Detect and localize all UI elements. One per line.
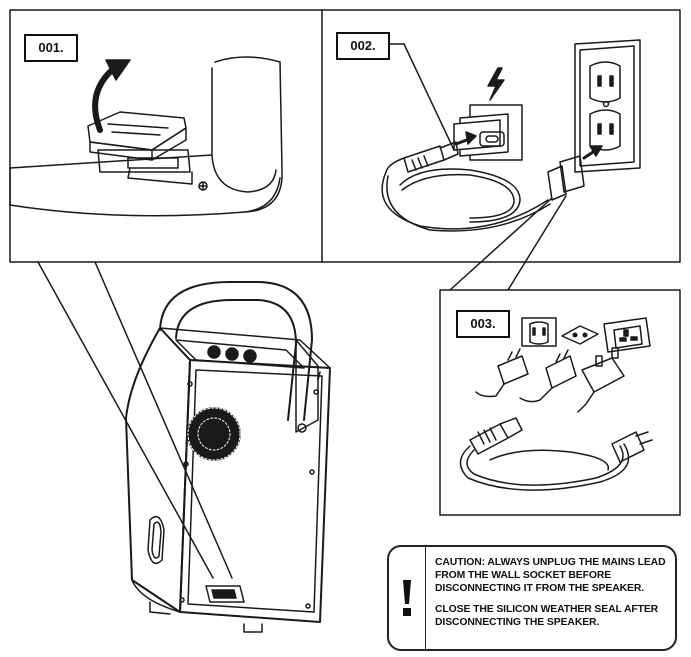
up-arrow-icon	[92, 59, 131, 133]
caution-line-2: CLOSE THE SILICON WEATHER SEAL AFTER DIS…	[435, 604, 659, 628]
step-label-001: 001.	[24, 34, 78, 62]
exclamation-glyph	[403, 580, 411, 616]
exclamation-icon	[389, 547, 426, 649]
speaker-icon	[125, 281, 331, 633]
step-label-002: 002.	[336, 32, 390, 60]
caution-line-1: CAUTION: ALWAYS UNPLUG THE MAINS LEAD FR…	[435, 557, 666, 594]
speaker-front-plug	[317, 371, 321, 381]
caution-text: CAUTION: ALWAYS UNPLUG THE MAINS LEAD FR…	[435, 556, 671, 637]
power-bolt-icon	[487, 67, 505, 101]
panel-003-illustration	[459, 317, 653, 491]
caution-box: CAUTION: ALWAYS UNPLUG THE MAINS LEAD FR…	[387, 545, 677, 651]
panel-002-illustration	[381, 39, 641, 232]
plug-arrow-icon	[454, 131, 603, 160]
step-label-003: 003.	[456, 310, 510, 338]
panel-003-callout-lines	[449, 195, 567, 291]
panel-001-illustration	[9, 56, 283, 217]
panel-frames	[9, 9, 681, 263]
panel-003-frame	[439, 289, 681, 516]
